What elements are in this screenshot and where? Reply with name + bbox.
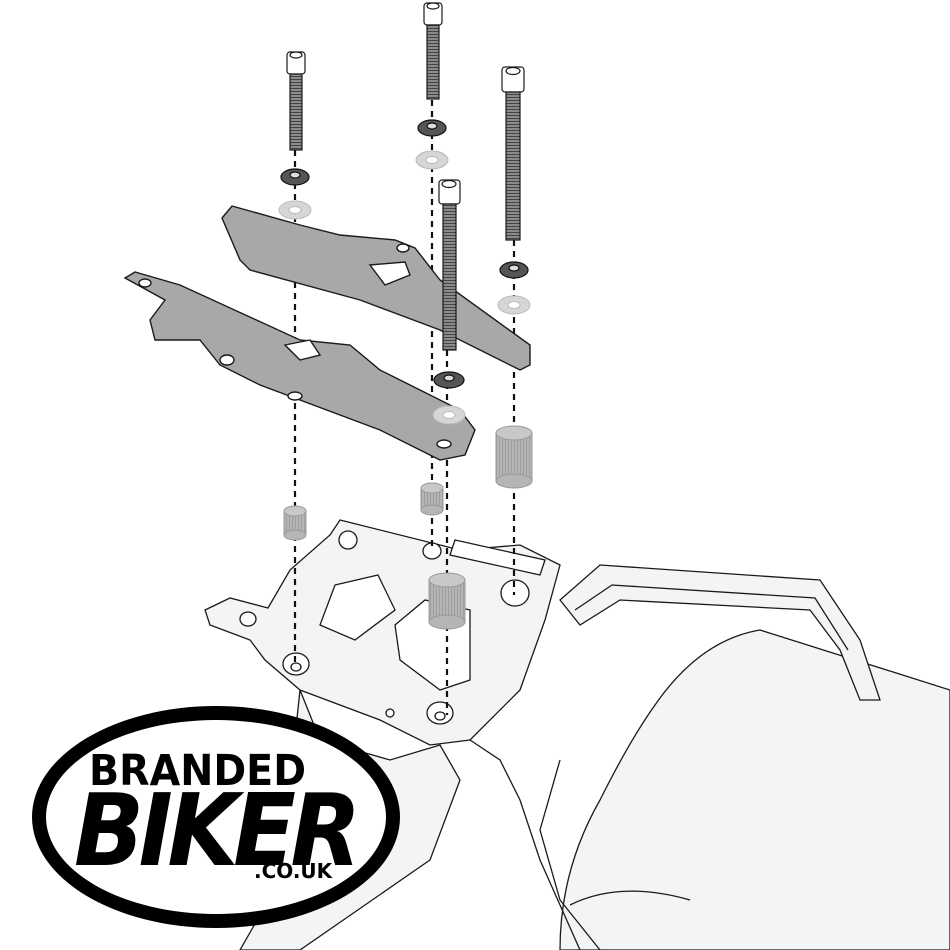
branded-biker-watermark-logo: BRANDED BIKER .CO.UK bbox=[32, 706, 400, 928]
spacer-small-1 bbox=[283, 505, 307, 541]
mounting-plates bbox=[123, 205, 531, 461]
lock-washers bbox=[280, 119, 529, 389]
washers bbox=[278, 119, 531, 425]
logo-text-branded: BRANDED bbox=[89, 746, 307, 796]
spacer-small-2 bbox=[420, 482, 444, 516]
bolt-4 bbox=[438, 179, 461, 351]
bolt-3 bbox=[501, 66, 525, 241]
bolt-2 bbox=[423, 2, 443, 100]
spacer-large-1 bbox=[495, 425, 533, 489]
bolts bbox=[286, 2, 525, 351]
logo-text-domain: .CO.UK bbox=[254, 859, 333, 883]
spacer-large-2 bbox=[428, 572, 466, 630]
lower-mounting-plate bbox=[123, 271, 476, 461]
bolt-1 bbox=[286, 51, 306, 151]
logo-text-biker: BIKER bbox=[74, 772, 361, 889]
flat-washers bbox=[278, 150, 531, 425]
spacers bbox=[283, 425, 533, 630]
